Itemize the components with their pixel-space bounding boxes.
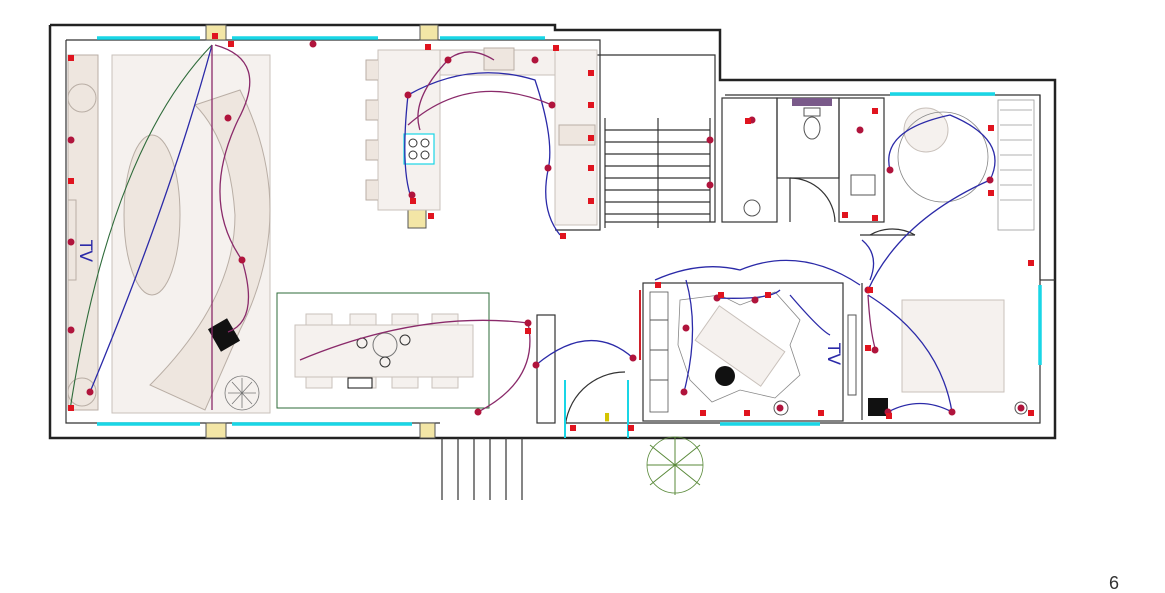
bookshelf	[649, 291, 669, 413]
tv-label-living: TV	[75, 239, 95, 262]
entry-steps	[441, 438, 523, 500]
speaker-icon	[868, 398, 888, 416]
cooktop-icon	[403, 133, 435, 165]
kitchen	[365, 47, 598, 226]
garden-plant-icon	[646, 436, 704, 495]
window-glazing	[97, 36, 1042, 426]
bedroom	[861, 99, 1035, 420]
toilet-icon	[803, 107, 821, 140]
shower-drain-icon	[743, 199, 761, 217]
dining-area	[276, 292, 490, 409]
bathrooms	[721, 97, 916, 236]
office-chair-icon	[715, 366, 735, 386]
armchair-icon	[207, 318, 241, 352]
stair-treads	[605, 129, 710, 215]
staircase	[441, 118, 711, 500]
living-room: TV	[67, 54, 271, 414]
electrical-sockets	[68, 33, 1034, 431]
exterior-walls	[48, 23, 1057, 440]
plant-icon	[224, 375, 260, 411]
svg-text:▮: ▮	[604, 410, 610, 423]
office: TV	[639, 282, 857, 422]
structural-columns	[205, 24, 439, 439]
tv-label-office: TV	[823, 342, 843, 365]
page-number: 6	[1109, 573, 1120, 593]
